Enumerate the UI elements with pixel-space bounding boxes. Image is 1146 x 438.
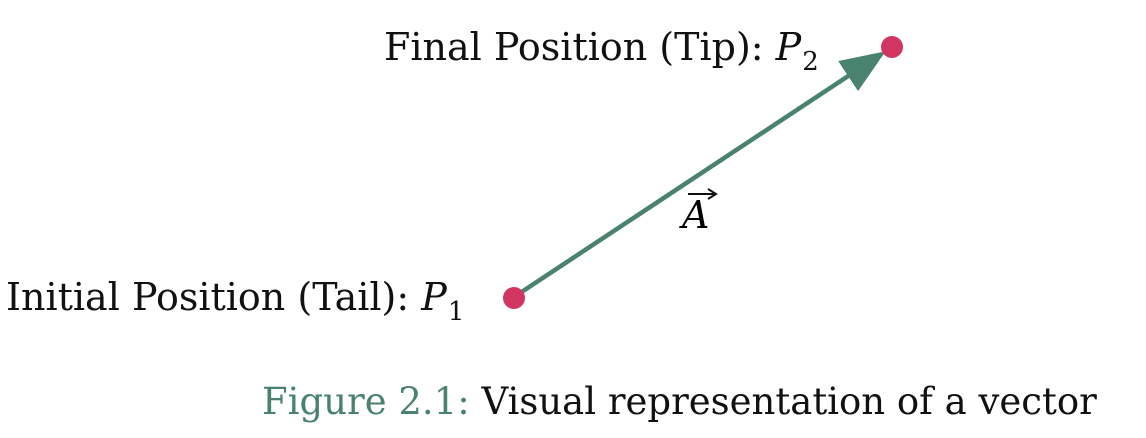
tail-point — [503, 287, 525, 309]
tip-label: Final Position (Tip): P2 — [384, 25, 819, 75]
tip-point — [881, 36, 903, 58]
caption-number: Figure 2.1: — [262, 380, 470, 423]
vector-arrow — [511, 51, 886, 300]
caption-text: Visual representation of a vector — [469, 380, 1097, 423]
vector-label: A — [682, 193, 710, 237]
vector-accent-arrow — [688, 188, 718, 200]
tip-label-text: Final Position (Tip): — [384, 25, 776, 69]
tip-label-symbol: P — [775, 25, 802, 69]
tail-label-subscript: 1 — [447, 297, 465, 327]
tail-label-symbol: P — [421, 275, 447, 319]
tail-label-text: Initial Position (Tail): — [6, 275, 422, 319]
tip-label-subscript: 2 — [802, 47, 819, 77]
tail-label: Initial Position (Tail): P1 — [6, 275, 464, 325]
figure-caption: Figure 2.1: Visual representation of a v… — [262, 383, 1097, 420]
